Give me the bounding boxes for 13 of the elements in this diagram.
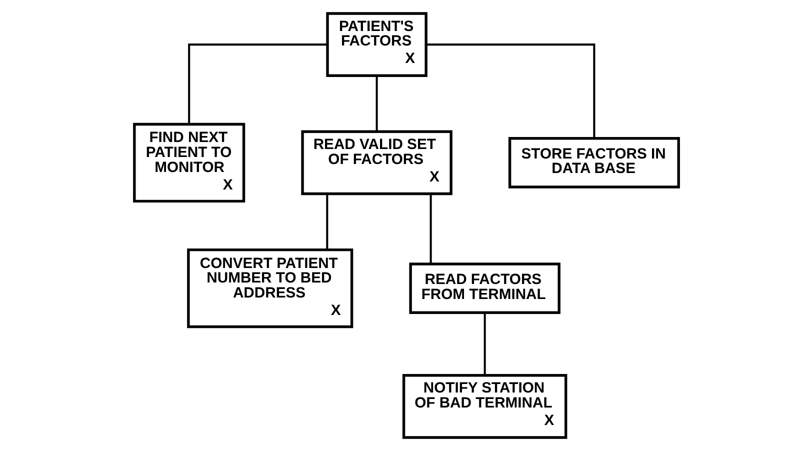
connector (483, 312, 486, 376)
node-box: FIND NEXT PATIENT TO MONITOR X (132, 122, 245, 203)
connector (429, 194, 432, 264)
connector (188, 44, 327, 124)
node-box: READ VALID SET OF FACTORS X (300, 130, 452, 196)
node-box: NOTIFY STATION OF BAD TERMINAL X (402, 374, 567, 439)
connector (426, 44, 595, 138)
node-box: CONVERT PATIENT NUMBER TO BED ADDRESS X (186, 248, 353, 328)
connector (375, 76, 378, 132)
connector (326, 194, 328, 250)
node-box: STORE FACTORS IN DATA BASE (508, 137, 680, 188)
node-box: PATIENT'S FACTORS X (326, 12, 427, 77)
node-box: READ FACTORS FROM TERMINAL (408, 262, 560, 314)
